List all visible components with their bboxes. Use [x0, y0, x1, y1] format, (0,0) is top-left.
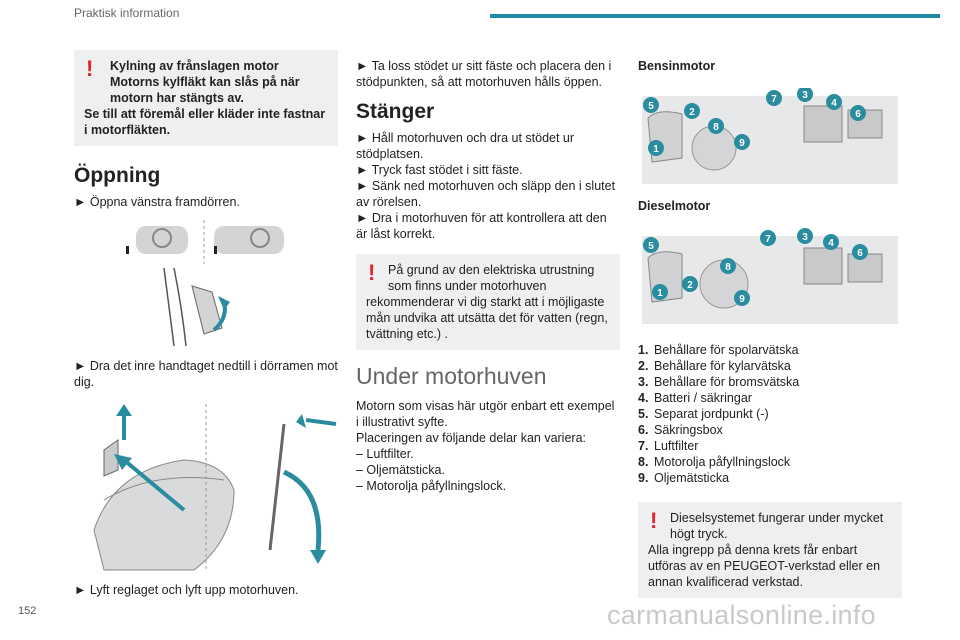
callout-1: 1	[653, 144, 659, 155]
callout-6: 6	[857, 248, 863, 259]
list-item: 1.Behållare för spolarvätska	[638, 343, 799, 357]
running-header: Praktisk information	[74, 6, 180, 20]
hood-release-illustration	[74, 400, 338, 572]
column-1: ! Kylning av frånslagen motor Motorns ky…	[74, 50, 338, 598]
body-text: – Luftfilter.	[356, 447, 414, 461]
callout-5: 5	[648, 101, 654, 112]
column-3: Bensinmotor 5 2 7 3 4 6 8 9 1 Dieselmoto…	[638, 50, 902, 598]
door-handle-illustration	[74, 218, 338, 348]
callout-4: 4	[831, 98, 837, 109]
callout-9: 9	[739, 294, 745, 305]
callout-3: 3	[802, 90, 808, 101]
step-place-prop: ► Ta loss stödet ur sitt fäste och place…	[356, 59, 612, 89]
close-step: ► Dra i motorhuven för att kontrollera a…	[356, 211, 607, 241]
list-item: 4.Batteri / säkringar	[638, 391, 752, 405]
warning-icon: !	[650, 508, 658, 533]
callout-4: 4	[828, 238, 834, 249]
body-text: – Oljemätsticka.	[356, 463, 445, 477]
diesel-engine-diagram: 5 7 3 4 6 8 2 9 1	[638, 228, 902, 328]
parts-legend: 1.Behållare för spolarvätska 2.Behållare…	[638, 342, 902, 486]
close-step: ► Sänk ned motorhuven och släpp den i sl…	[356, 179, 616, 209]
petrol-engine-label: Bensinmotor	[638, 59, 716, 73]
list-item: 7.Luftfilter	[638, 439, 699, 453]
callout-7: 7	[765, 234, 771, 245]
list-item: 3.Behållare för bromsvätska	[638, 375, 800, 389]
section-heading-under-hood: Under motorhuven	[356, 363, 547, 389]
section-heading-opening: Öppning	[74, 164, 161, 187]
page-number: 152	[18, 605, 37, 617]
warning-icon: !	[86, 56, 94, 81]
list-item: 9.Oljemätsticka	[638, 471, 730, 485]
cooling-warning-box: ! Kylning av frånslagen motor Motorns ky…	[74, 50, 338, 146]
warning-line: Motorns kylfläkt kan slås på när motorn …	[110, 75, 300, 105]
callout-2: 2	[687, 280, 693, 291]
warning-line: Se till att föremål eller kläder inte fa…	[84, 107, 326, 137]
close-step: ► Tryck fast stödet i sitt fäste.	[356, 163, 523, 177]
callout-2: 2	[689, 107, 695, 118]
step-open-door: ► Öppna vänstra framdörren.	[74, 195, 240, 209]
list-item: 2.Behållare för kylarvätska	[638, 359, 791, 373]
list-item: 5.Separat jordpunkt (-)	[638, 407, 769, 421]
callout-9: 9	[739, 138, 745, 149]
warning-text: Alla ingrepp på denna krets får enbart u…	[648, 543, 881, 589]
body-text: – Motorolja påfyllningslock.	[356, 479, 507, 493]
body-text: Motorn som visas här utgör enbart ett ex…	[356, 399, 615, 429]
body-text: Placeringen av följande delar kan varier…	[356, 431, 586, 445]
diesel-engine-label: Dieselmotor	[638, 199, 711, 213]
callout-8: 8	[713, 122, 719, 133]
step-lift-hood: ► Lyft reglaget och lyft upp motorhuven.	[74, 583, 299, 597]
diesel-warning-box: ! Dieselsystemet fungerar under mycket h…	[638, 502, 902, 598]
warning-icon: !	[368, 260, 376, 285]
callout-8: 8	[725, 262, 731, 273]
callout-1: 1	[657, 288, 663, 299]
watermark: carmanualsonline.info	[607, 600, 876, 630]
column-2: ► Ta loss stödet ur sitt fäste och place…	[356, 50, 620, 494]
petrol-engine-diagram: 5 2 7 3 4 6 8 9 1	[638, 86, 902, 188]
step-pull-handle: ► Dra det inre handtaget nedtill i dörra…	[74, 359, 338, 389]
close-step: ► Håll motorhuven och dra ut stödet ur s…	[356, 131, 575, 161]
header-accent-bar	[490, 14, 940, 18]
callout-7: 7	[771, 94, 777, 105]
list-item: 6.Säkringsbox	[638, 423, 723, 437]
warning-text: Dieselsystemet fungerar under mycket hög…	[670, 511, 884, 541]
section-heading-closing: Stänger	[356, 100, 435, 123]
electrical-warning-box: ! På grund av den elektriska utrustning …	[356, 254, 620, 350]
warning-text: rekommenderar vi dig starkt att i möjlig…	[366, 295, 608, 341]
callout-6: 6	[855, 109, 861, 120]
callout-3: 3	[802, 232, 808, 243]
callout-5: 5	[648, 241, 654, 252]
warning-title: Kylning av frånslagen motor	[110, 59, 279, 73]
list-item: 8.Motorolja påfyllningslock	[638, 455, 791, 469]
warning-text: På grund av den elektriska utrustning so…	[388, 263, 595, 293]
